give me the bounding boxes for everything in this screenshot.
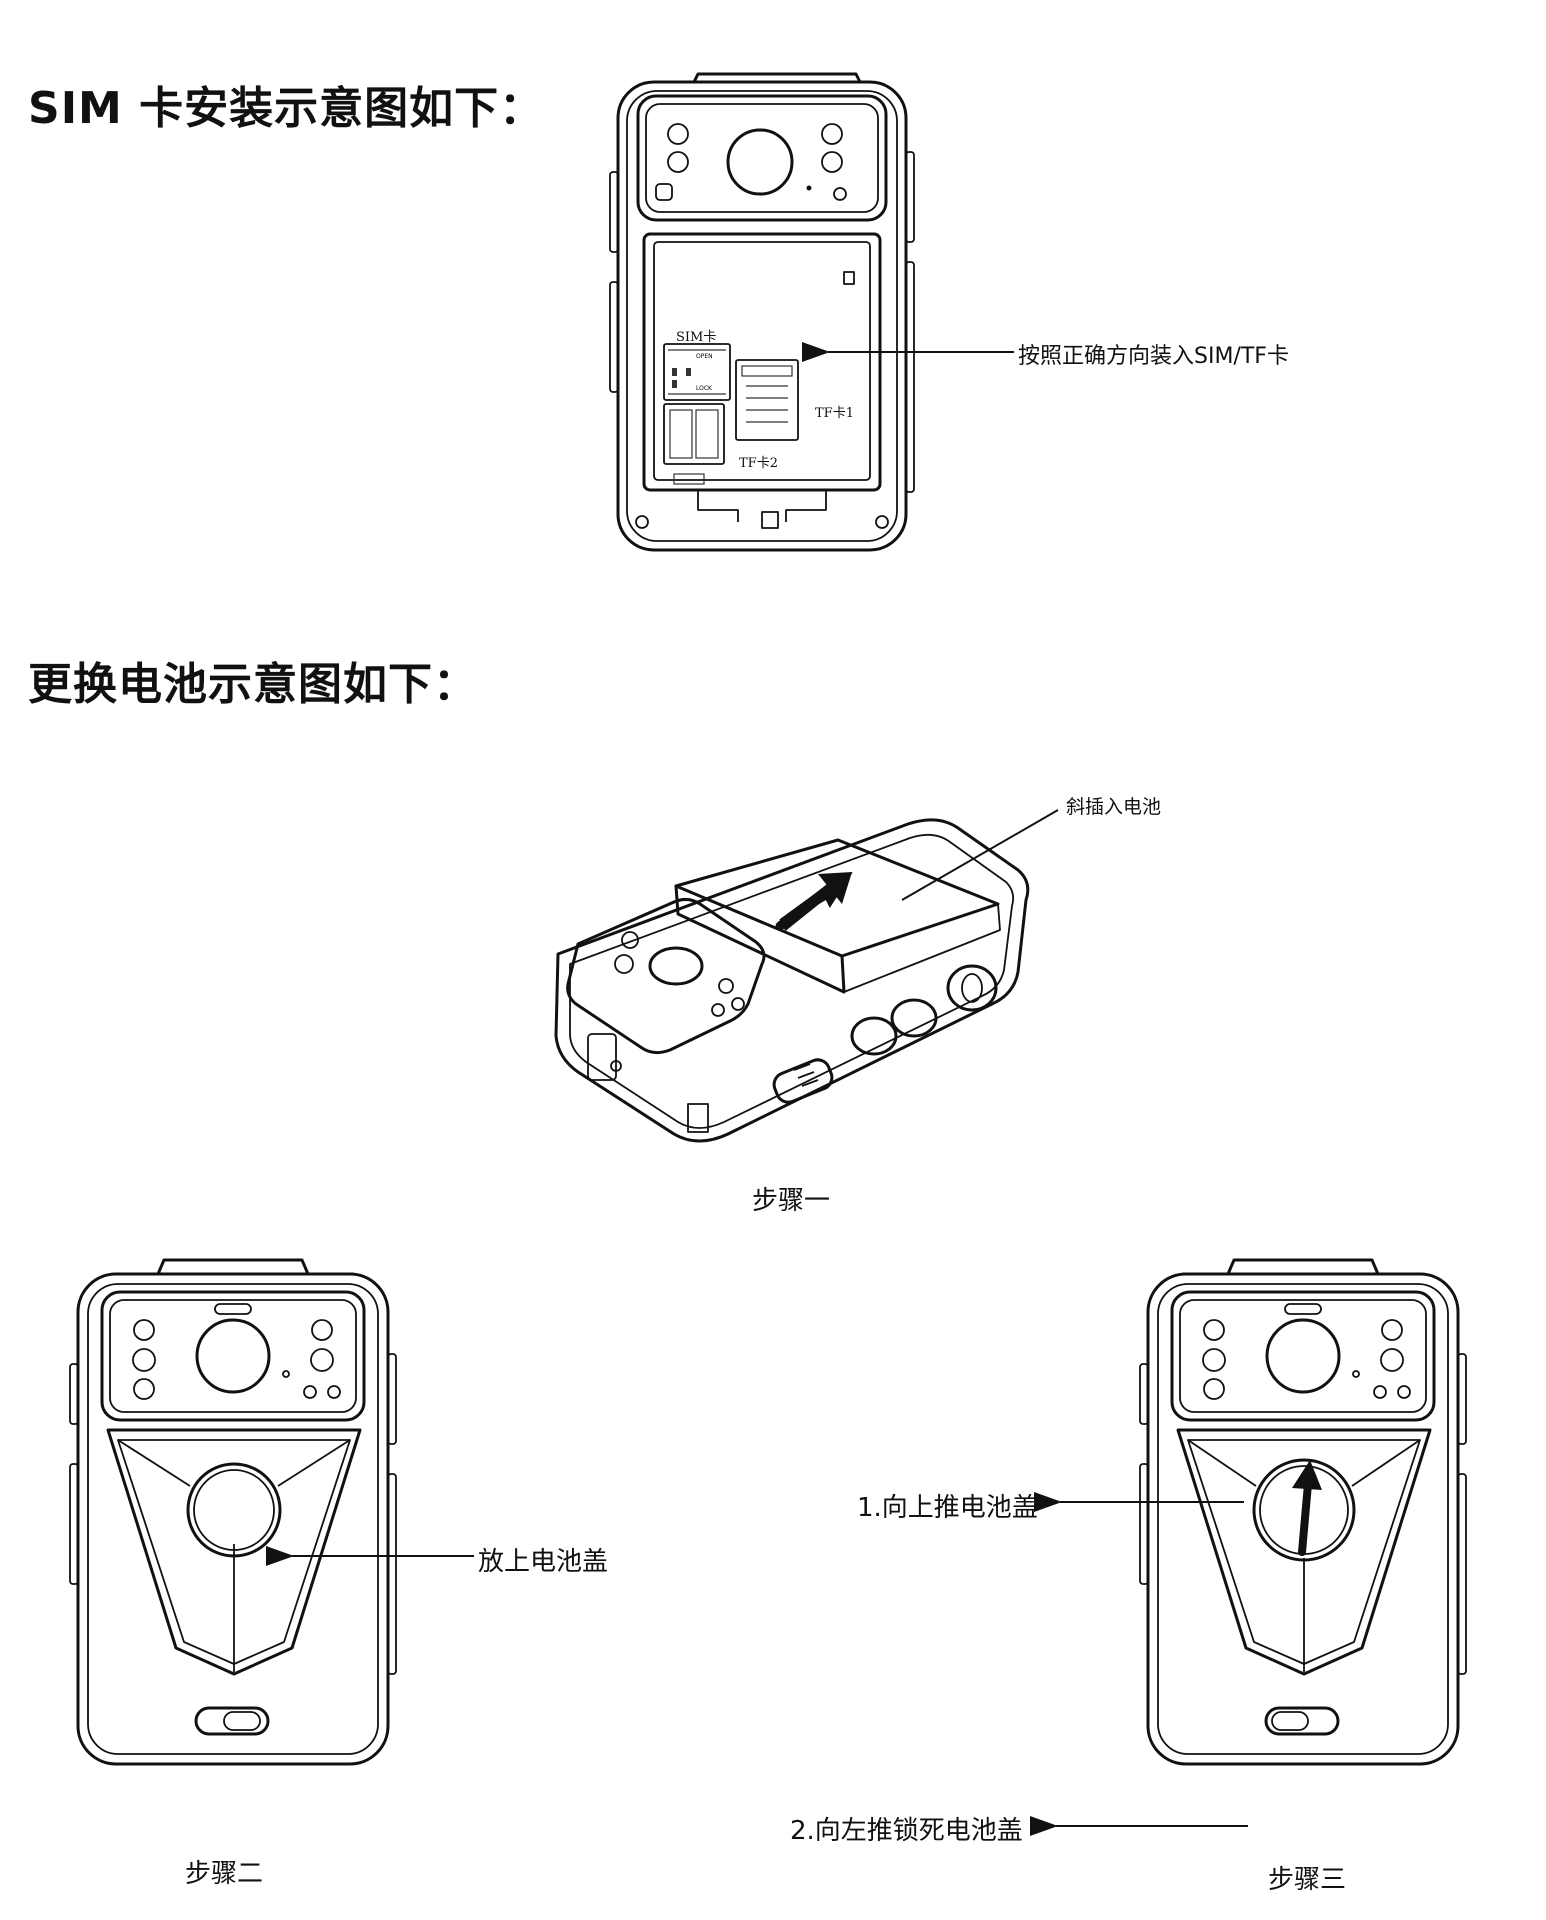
battery-section-title: 更换电池示意图如下：	[28, 659, 478, 710]
step1-caption: 步骤一	[752, 1186, 831, 1216]
sim-install-device-drawing: OPEN LOCK	[609, 72, 915, 552]
step3-caption: 步骤三	[1268, 1865, 1347, 1895]
sim-card-label: SIM卡	[676, 330, 717, 345]
step1-callout-line	[901, 809, 1059, 901]
step1-callout-text: 斜插入电池	[1066, 796, 1162, 818]
sim-callout-text: 按照正确方向装入SIM/TF卡	[1018, 344, 1289, 369]
step3-callout-push-up: 1.向上推电池盖	[857, 1493, 1038, 1523]
sim-open-text: OPEN	[696, 353, 713, 360]
step2-callout-text: 放上电池盖	[478, 1547, 609, 1577]
step2-caption: 步骤二	[185, 1859, 264, 1889]
tf1-card-label: TF卡1	[815, 406, 854, 421]
sim-lock-text: LOCK	[696, 385, 713, 392]
sim-section-title: SIM 卡安装示意图如下：	[28, 83, 545, 134]
step3-device-drawing	[1138, 1258, 1468, 1766]
step1-device-drawing	[554, 818, 1030, 1143]
step2-device-drawing	[68, 1258, 398, 1766]
tf2-card-label: TF卡2	[739, 456, 778, 471]
step3-callout-lock: 2.向左推锁死电池盖	[790, 1816, 1023, 1846]
